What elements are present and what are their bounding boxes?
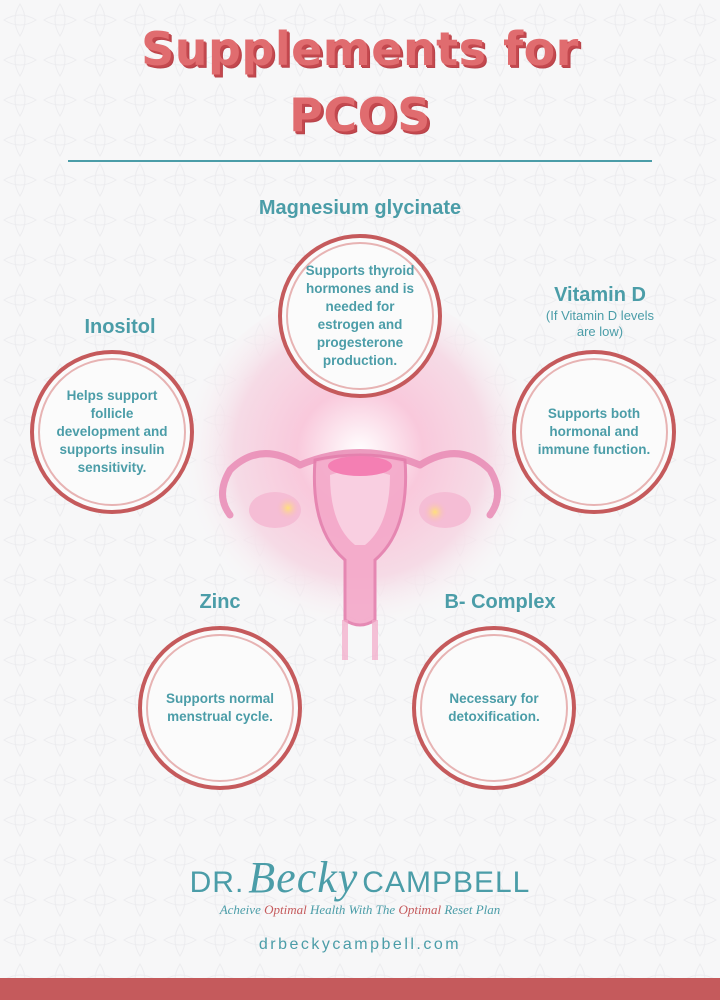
b-complex-description: Necessary for detoxification. (448, 691, 540, 724)
vitamin-d-circle: Supports both hormonal and immune functi… (512, 350, 676, 514)
vitamin-d-note: (If Vitamin D levels are low) (545, 308, 655, 339)
page-title-line-1: Supplements for (141, 22, 579, 76)
magnesium-label: Magnesium glycinate (258, 197, 462, 219)
tagline-highlight: Optimal (264, 902, 307, 917)
uterus-illustration-icon (180, 300, 540, 660)
inositol-label: Inositol (84, 316, 156, 338)
vitamin-d-description: Supports both hormonal and immune functi… (537, 406, 651, 457)
b-complex-circle: Necessary for detoxification. (412, 626, 576, 790)
brand-last-name: CAMPBELL (362, 866, 531, 899)
title-divider (68, 160, 652, 162)
tagline-part: Reset Plan (441, 902, 501, 917)
brand-first-name: Becky (248, 853, 359, 902)
b-complex-label: B- Complex (444, 591, 556, 613)
zinc-circle: Supports normal menstrual cycle. (138, 626, 302, 790)
website-link[interactable]: drbeckycampbell.com (258, 936, 462, 953)
inositol-description: Helps support follicle development and s… (56, 388, 168, 475)
zinc-description: Supports normal menstrual cycle. (165, 691, 274, 724)
magnesium-description: Supports thyroid hormones and is needed … (305, 263, 415, 368)
tagline-part: Health With The (306, 902, 399, 917)
magnesium-circle: Supports thyroid hormones and is needed … (278, 234, 442, 398)
page-title-line-2: PCOS (289, 88, 431, 142)
vitamin-d-label: Vitamin D (554, 284, 646, 306)
tagline-highlight: Optimal (398, 902, 442, 917)
tagline-part: Acheive (219, 902, 265, 917)
footer-bar (0, 978, 720, 1000)
brand-dr: DR. (189, 866, 245, 899)
inositol-circle: Helps support follicle development and s… (30, 350, 194, 514)
zinc-label: Zinc (199, 591, 241, 613)
brand-tagline: Acheive Optimal Health With The Optimal … (0, 902, 720, 918)
